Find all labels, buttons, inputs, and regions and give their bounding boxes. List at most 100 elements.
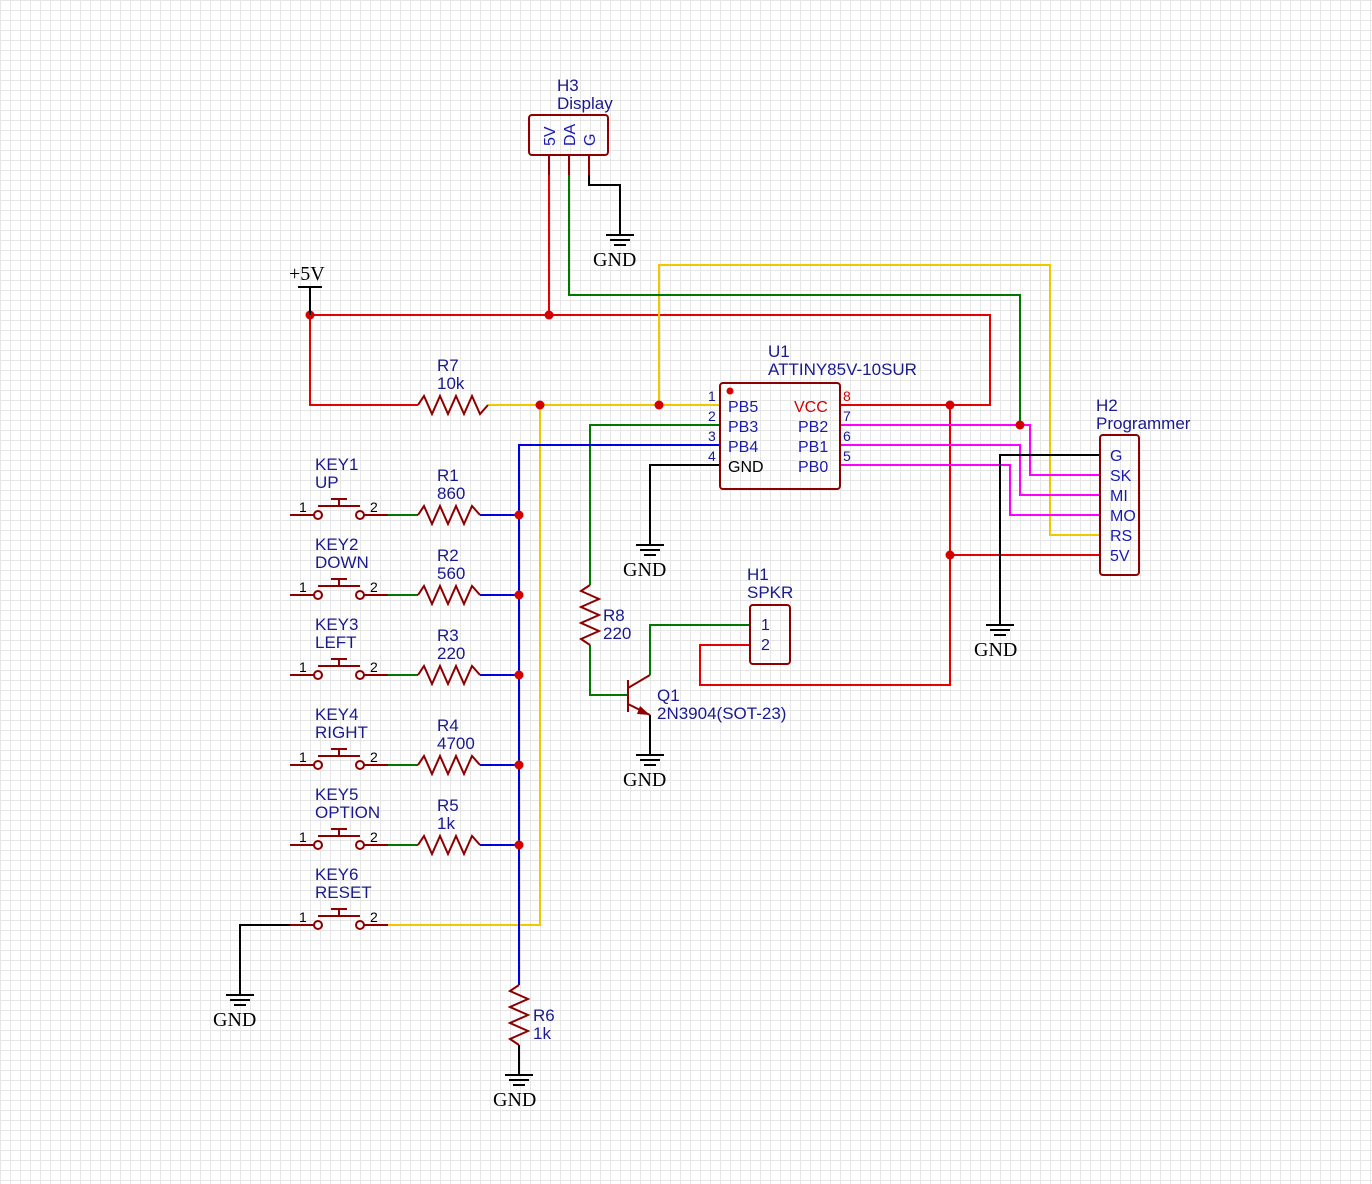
key3-ref: KEY3	[315, 615, 358, 634]
h1-value: SPKR	[747, 583, 793, 602]
u1-pin7-num: 7	[843, 408, 851, 424]
key6-ref: KEY6	[315, 865, 358, 884]
wire-programmer-g	[999, 454, 1100, 625]
u1-pin5-name: PB0	[798, 459, 828, 476]
wire-pb0-mo	[840, 464, 1100, 516]
r6-ref: R6	[533, 1006, 555, 1025]
gnd-q1: GND	[623, 754, 666, 791]
key4-ref: KEY4	[315, 705, 358, 724]
h3-pin-5v: 5V	[542, 126, 559, 146]
r4-resistor: R4 4700	[417, 716, 481, 777]
wire-key6-gnd	[239, 924, 290, 995]
h2-pin-mi: MI	[1110, 488, 1128, 505]
r3-ref: R3	[437, 626, 459, 645]
junction-vcc	[945, 400, 955, 410]
wire-vcc-programmer	[699, 405, 951, 686]
key4-pin2: 2	[370, 749, 378, 765]
wire-display-da	[568, 175, 1021, 425]
r3-resistor: R3 220	[417, 626, 481, 687]
gnd-r6: GND	[493, 1074, 536, 1111]
wire-reset-key6	[388, 405, 541, 926]
h3-pin-da: DA	[562, 123, 579, 146]
u1-pin1-num: 1	[708, 388, 716, 404]
key2-name: DOWN	[315, 553, 369, 572]
r7-value: 10k	[437, 374, 465, 393]
key2-pin1: 1	[299, 579, 307, 595]
vcc-symbol: +5V	[289, 263, 325, 315]
wire-pb2-sk	[840, 424, 1100, 476]
u1-pin4-num: 4	[708, 448, 716, 464]
u1-pin5-num: 5	[843, 448, 851, 464]
u1-pin8-name: VCC	[794, 399, 828, 416]
u1-pin2-num: 2	[708, 408, 716, 424]
r8-resistor: R8 220	[578, 584, 631, 646]
key3-pin1: 1	[299, 659, 307, 675]
wire-r8-base	[589, 645, 628, 696]
h2-pin-rs: RS	[1110, 528, 1132, 545]
key1-name: UP	[315, 473, 339, 492]
junctions	[305, 310, 1025, 850]
junction-adc-r1	[514, 510, 524, 520]
gnd-label-q1: GND	[623, 769, 666, 791]
r4-value: 4700	[437, 734, 475, 753]
h1-pin-1: 1	[761, 617, 770, 634]
wire-5v-rail	[310, 314, 991, 406]
h2-pin-g: G	[1110, 448, 1122, 465]
key3-name: LEFT	[315, 633, 357, 652]
u1-pin4-name: GND	[728, 459, 764, 476]
gnd-label-programmer: GND	[974, 639, 1017, 661]
u1-ref: U1	[768, 342, 790, 361]
junction-reset-prog	[654, 400, 664, 410]
key3-pin2: 2	[370, 659, 378, 675]
key2-pin2: 2	[370, 579, 378, 595]
h1-pin-2: 2	[761, 637, 770, 654]
key1-switch: KEY1 UP 1 2	[290, 455, 388, 520]
q1-ref: Q1	[657, 686, 680, 705]
junction-pb2-da	[1015, 420, 1025, 430]
r2-resistor: R2 560	[417, 546, 481, 607]
h3-display-connector: H3 Display 5V DA G	[528, 76, 613, 175]
r4-ref: R4	[437, 716, 459, 735]
u1-value: ATTINY85V-10SUR	[768, 360, 917, 379]
u1-attiny85: U1 ATTINY85V-10SUR 1 2 3 4 PB5 PB3 PB4 G…	[708, 342, 917, 490]
h3-pin-g: G	[582, 134, 599, 146]
r5-value: 1k	[437, 814, 455, 833]
junction-adc-r3	[514, 670, 524, 680]
wire-reset-programmer	[658, 264, 1100, 536]
junction-adc-r2	[514, 590, 524, 600]
key4-switch: KEY4 RIGHT 1 2	[290, 705, 388, 770]
u1-pin6-num: 6	[843, 428, 851, 444]
wires	[239, 175, 1100, 1075]
r3-value: 220	[437, 644, 465, 663]
key5-name: OPTION	[315, 803, 380, 822]
u1-pin8-num: 8	[843, 388, 851, 404]
r1-resistor: R1 860	[417, 466, 481, 527]
h2-value: Programmer	[1096, 414, 1191, 433]
key4-name: RIGHT	[315, 723, 368, 742]
gnd-label-display: GND	[593, 249, 636, 271]
junction-adc-r4	[514, 760, 524, 770]
key6-name: RESET	[315, 883, 372, 902]
vcc-label: +5V	[289, 263, 325, 285]
h2-programmer-connector: H2 Programmer G SK MI MO RS 5V	[1096, 396, 1191, 576]
h2-pin-5v: 5V	[1110, 548, 1130, 565]
key6-switch: KEY6 RESET 1 2	[290, 865, 388, 930]
wire-pb1-mi	[840, 444, 1100, 496]
key1-ref: KEY1	[315, 455, 358, 474]
r6-value: 1k	[533, 1024, 551, 1043]
r5-resistor: R5 1k	[417, 796, 481, 857]
u1-pin3-num: 3	[708, 428, 716, 444]
q1-transistor: Q1 2N3904(SOT-23)	[627, 674, 786, 723]
r8-ref: R8	[603, 606, 625, 625]
key3-switch: KEY3 LEFT 1 2	[290, 615, 388, 680]
key1-pin2: 2	[370, 499, 378, 515]
h2-pin-mo: MO	[1110, 508, 1136, 525]
r7-ref: R7	[437, 356, 459, 375]
r1-value: 860	[437, 484, 465, 503]
key4-pin1: 1	[299, 749, 307, 765]
wire-5v-r7	[309, 315, 418, 406]
h3-value: Display	[557, 94, 613, 113]
junction-adc-r5	[514, 840, 524, 850]
key6-pin1: 1	[299, 909, 307, 925]
